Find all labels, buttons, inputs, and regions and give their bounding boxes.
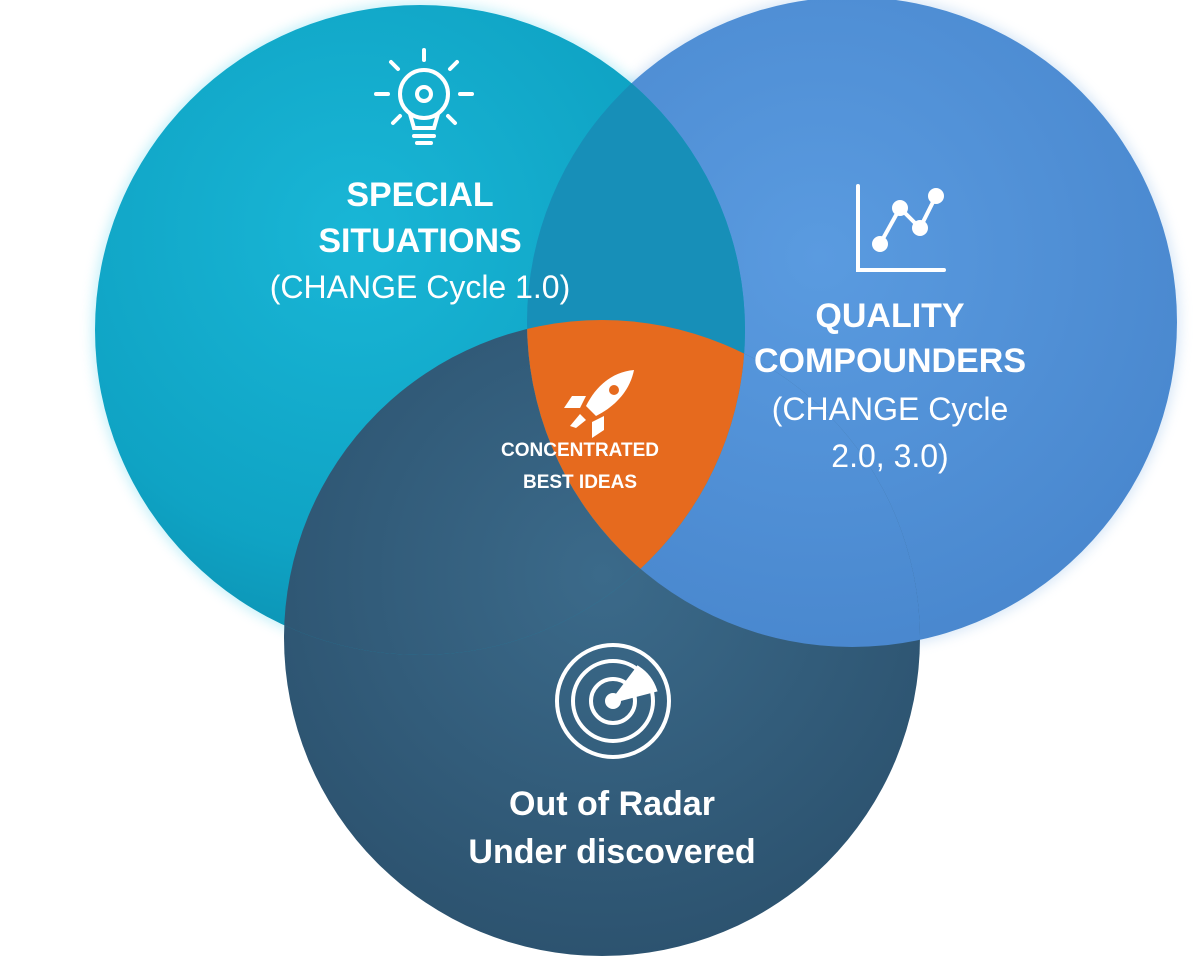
quality-compounders-subtitle-line2: 2.0, 3.0) xyxy=(831,438,948,474)
line-chart-icon xyxy=(856,184,946,272)
special-situations-title-line1: SPECIAL xyxy=(346,176,493,214)
out-of-radar-label-line2: Under discovered xyxy=(468,833,755,871)
quality-compounders-subtitle-line1: (CHANGE Cycle xyxy=(772,391,1008,427)
radar-icon xyxy=(555,643,671,759)
center-label-line2: BEST IDEAS xyxy=(523,472,637,493)
center-label-line1: CONCENTRATED xyxy=(501,440,659,461)
special-situations-title-line2: SITUATIONS xyxy=(318,222,521,260)
special-situations-subtitle: (CHANGE Cycle 1.0) xyxy=(270,269,571,305)
quality-compounders-title-line2: COMPOUNDERS xyxy=(754,342,1026,380)
rocket-icon xyxy=(564,370,634,438)
lightbulb-gear-icon xyxy=(374,48,474,145)
quality-compounders-title-line1: QUALITY xyxy=(815,297,965,335)
out-of-radar-label-line1: Out of Radar xyxy=(509,785,715,823)
